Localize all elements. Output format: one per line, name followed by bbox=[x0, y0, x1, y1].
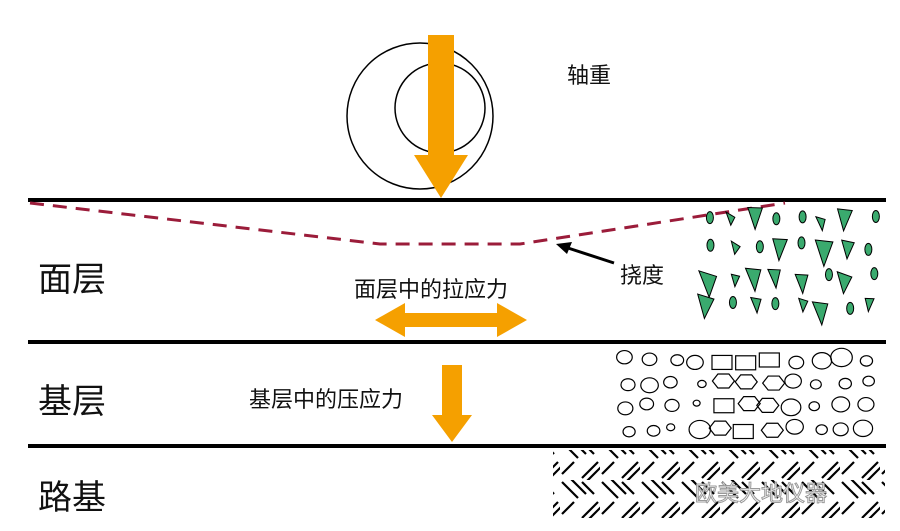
watermark: 欧美大地仪器 bbox=[694, 482, 828, 508]
surface-aggregate bbox=[696, 207, 880, 327]
aggregate-oval bbox=[846, 301, 855, 315]
aggregate-circle bbox=[663, 375, 678, 389]
aggregate-circle bbox=[862, 375, 875, 387]
aggregate-triangle bbox=[836, 270, 853, 296]
base-aggregate bbox=[616, 347, 875, 440]
aggregate-circle bbox=[852, 419, 874, 438]
aggregate-circle bbox=[809, 379, 822, 390]
aggregate-triangle bbox=[794, 273, 809, 295]
aggregate-triangle bbox=[730, 240, 741, 256]
deflection-pointer-head bbox=[556, 242, 572, 254]
aggregate-hexagon bbox=[708, 420, 732, 436]
aggregate-circle bbox=[830, 347, 853, 368]
aggregate-circle bbox=[640, 377, 659, 394]
aggregate-circle bbox=[859, 355, 874, 367]
aggregate-oval bbox=[864, 242, 873, 256]
aggregate-oval bbox=[871, 209, 880, 223]
surface-layer-label: 面层 bbox=[38, 260, 106, 300]
aggregate-triangle bbox=[811, 301, 829, 327]
aggregate-triangle bbox=[744, 267, 762, 293]
aggregate-hexagon bbox=[760, 422, 785, 438]
aggregate-circle bbox=[780, 398, 802, 417]
deflection-label: 挠度 bbox=[620, 264, 665, 289]
aggregate-oval bbox=[755, 240, 764, 254]
aggregate-circle bbox=[784, 373, 802, 389]
deflection-pointer bbox=[567, 246, 615, 265]
tension-double-arrow bbox=[375, 303, 527, 337]
aggregate-circle bbox=[857, 396, 875, 412]
aggregate-oval bbox=[798, 210, 807, 224]
aggregate-circle bbox=[622, 425, 636, 438]
aggregate-triangle bbox=[749, 296, 762, 315]
aggregate-oval bbox=[797, 236, 806, 250]
aggregate-circle bbox=[616, 349, 633, 365]
base-compression-label: 基层中的压应力 bbox=[249, 388, 404, 413]
aggregate-rectangle bbox=[735, 355, 757, 371]
aggregate-circle bbox=[617, 401, 634, 416]
aggregate-circle bbox=[670, 354, 685, 367]
aggregate-triangle bbox=[814, 239, 834, 268]
aggregate-oval bbox=[772, 212, 781, 226]
aggregate-circle bbox=[646, 424, 661, 437]
aggregate-oval bbox=[728, 296, 737, 310]
aggregate-triangle bbox=[725, 210, 736, 227]
aggregate-circle bbox=[811, 352, 833, 370]
axle-load-label: 轴重 bbox=[567, 64, 612, 89]
aggregate-circle bbox=[808, 401, 821, 412]
aggregate-circle bbox=[686, 354, 704, 371]
aggregate-circle bbox=[692, 399, 701, 407]
aggregate-circle bbox=[815, 424, 828, 436]
aggregate-triangle bbox=[696, 293, 715, 320]
aggregate-triangle bbox=[772, 238, 789, 263]
subgrade-hatch bbox=[553, 450, 885, 518]
aggregate-circle bbox=[639, 397, 655, 411]
aggregate-circle bbox=[838, 377, 853, 390]
aggregate-hexagon bbox=[711, 373, 736, 389]
aggregate-triangle bbox=[767, 268, 781, 290]
aggregate-hexagon bbox=[734, 374, 758, 390]
aggregate-triangle bbox=[836, 208, 853, 233]
aggregate-triangle bbox=[864, 297, 875, 314]
base-layer-label: 基层 bbox=[38, 382, 106, 422]
aggregate-triangle bbox=[814, 216, 826, 233]
aggregate-hexagon bbox=[761, 375, 786, 391]
aggregate-circle bbox=[788, 355, 805, 370]
aggregate-circle bbox=[785, 418, 804, 435]
aggregate-oval bbox=[705, 211, 714, 225]
aggregate-circle bbox=[666, 423, 676, 432]
aggregate-triangle bbox=[797, 297, 809, 314]
axle-load-arrow bbox=[414, 35, 468, 198]
aggregate-triangle bbox=[730, 273, 741, 289]
aggregate-hexagon bbox=[737, 396, 761, 412]
aggregate-oval bbox=[771, 297, 780, 311]
aggregate-oval bbox=[870, 267, 879, 281]
aggregate-oval bbox=[706, 238, 715, 252]
aggregate-triangle bbox=[747, 207, 764, 231]
deflection-curve bbox=[29, 201, 786, 246]
aggregate-circle bbox=[620, 378, 636, 392]
aggregate-triangle bbox=[840, 239, 855, 261]
surface-tension-label: 面层中的拉应力 bbox=[354, 278, 509, 303]
aggregate-circle bbox=[697, 379, 707, 389]
compression-arrow bbox=[432, 365, 472, 442]
aggregate-circle bbox=[664, 398, 680, 413]
aggregate-hexagon bbox=[756, 397, 780, 413]
aggregate-triangle bbox=[698, 270, 718, 299]
aggregate-circle bbox=[641, 352, 658, 367]
subgrade-label: 路基 bbox=[38, 478, 106, 518]
aggregate-circle bbox=[831, 396, 851, 413]
aggregate-rectangle bbox=[711, 354, 733, 371]
aggregate-oval bbox=[824, 268, 833, 282]
aggregate-circle bbox=[832, 422, 849, 437]
aggregate-rectangle bbox=[758, 352, 780, 368]
wheel-outer bbox=[346, 42, 494, 190]
aggregate-rectangle bbox=[713, 398, 735, 414]
aggregate-circle bbox=[688, 419, 712, 440]
aggregate-rectangle bbox=[732, 423, 754, 440]
